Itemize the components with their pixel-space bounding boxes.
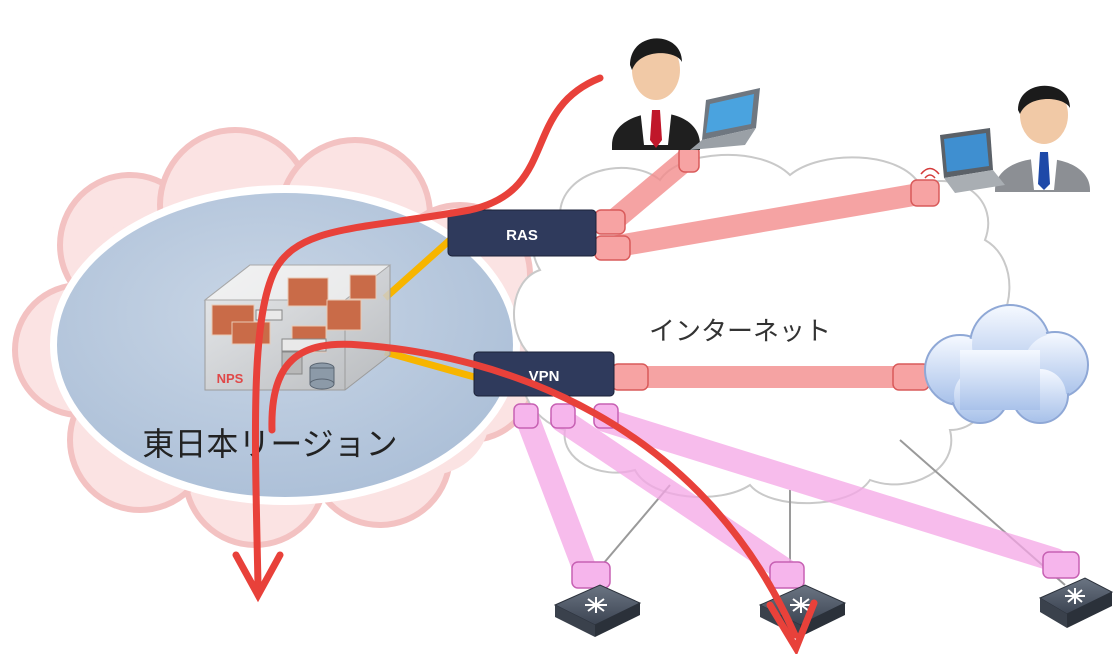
router-icon bbox=[1038, 577, 1113, 628]
vpn-label: VPN bbox=[529, 368, 560, 385]
nps-label: NPS bbox=[217, 371, 244, 386]
vpn-box: VPN bbox=[473, 351, 615, 397]
lan-links bbox=[382, 237, 479, 382]
flow-arrows bbox=[232, 74, 818, 656]
router-icon bbox=[553, 584, 642, 637]
ras-label: RAS bbox=[506, 227, 538, 244]
ras-box: RAS bbox=[447, 209, 597, 257]
user-with-laptop-icon bbox=[920, 85, 1090, 193]
user-with-laptop-icon bbox=[612, 38, 760, 150]
internet-label: インターネット bbox=[649, 317, 831, 347]
ras-tunnels bbox=[601, 147, 936, 388]
firewall-icon bbox=[203, 264, 392, 391]
tunnel-endpoints bbox=[513, 145, 1080, 589]
